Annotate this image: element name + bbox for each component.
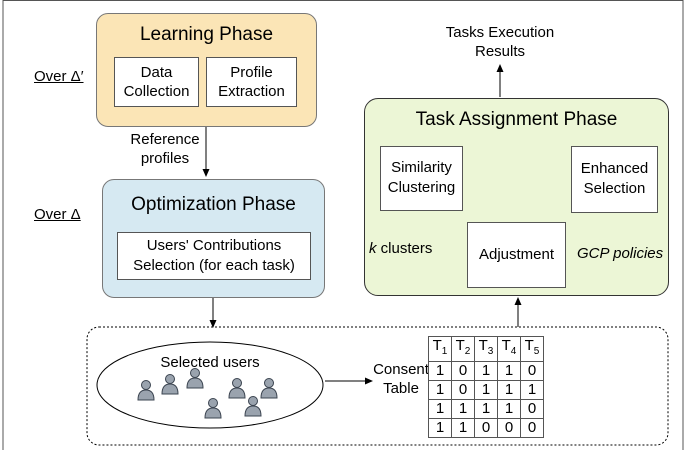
person-icon [260,378,278,399]
data-collection-line2: Collection [123,83,190,100]
consent-cell: 0 [451,361,475,381]
over-delta-label: Over Δ [34,206,81,223]
person-icon [186,368,204,389]
data-collection-line1: Data [140,64,173,81]
task-assignment-phase-title: Task Assignment Phase [415,109,618,130]
enhanced-selection-line1: Enhanced [580,160,649,177]
consent-cell: 1 [451,399,475,419]
adjustment-label: Adjustment [478,246,555,263]
profile-extraction-box [206,57,297,107]
profile-extraction-line2: Extraction [218,83,285,100]
reference-profiles-line2: profiles [140,150,190,167]
consent-cell: 0 [497,418,521,438]
consent-cell: 1 [474,361,498,381]
consent-table: T1 T2 T3 T4 T5 1 0 1 1 0 1 0 1 1 1 [428,336,544,438]
selected-users-label: Selected users [160,354,260,371]
person-icon [161,374,179,395]
consent-cell: 0 [451,380,475,400]
consent-cell: 1 [428,418,452,438]
consent-cell: 1 [497,380,521,400]
similarity-clustering-line2: Clustering [387,179,456,196]
consent-header-t3: T3 [474,336,498,362]
tasks-results-line2: Results [474,43,526,60]
users-group [137,368,278,419]
consent-cell: 0 [474,418,498,438]
consent-table-row: 1 0 1 1 1 [428,380,544,400]
gcp-policies-label: GCP policies [577,245,664,262]
consent-table-row: 1 0 1 1 0 [428,361,544,381]
consent-header-t1: T1 [428,336,452,362]
consent-cell: 1 [428,380,452,400]
adjustment-box [467,222,566,288]
consent-cell: 1 [451,418,475,438]
person-icon [228,378,246,399]
consent-cell: 1 [474,380,498,400]
contributions-selection-line1: Users' Contributions [146,237,282,254]
similarity-clustering-box [380,146,463,211]
consent-cell: 1 [428,399,452,419]
consent-table-line1: Consent [373,361,429,378]
similarity-clustering-line1: Similarity [391,159,452,176]
consent-table-line2: Table [383,380,419,397]
selected-users-ellipse [96,341,324,429]
consent-table-header-row: T1 T2 T3 T4 T5 [428,336,544,362]
person-icon [204,398,222,419]
contributions-selection-box [117,232,311,280]
reference-profiles-line1: Reference [130,131,200,148]
k-clusters-k: k [369,240,377,257]
consent-header-t4: T4 [497,336,521,362]
consent-cell: 1 [497,399,521,419]
k-clusters-label: k clusters [369,240,432,257]
consent-table-row: 1 1 0 0 0 [428,418,544,438]
profile-extraction-line1: Profile [230,64,273,81]
person-icon [137,380,155,401]
consent-table-row: 1 1 1 1 0 [428,399,544,419]
data-collection-box [114,57,199,107]
contributions-selection-line2: Selection (for each task) [133,257,295,274]
optimization-phase-title: Optimization Phase [131,194,296,215]
person-icon [244,396,262,417]
consent-cell: 1 [520,380,544,400]
k-clusters-rest: clusters [376,240,433,257]
learning-phase-title: Learning Phase [139,24,274,45]
consent-cell: 1 [497,361,521,381]
consent-cell: 0 [520,361,544,381]
consent-header-t2: T2 [451,336,475,362]
consent-cell: 0 [520,399,544,419]
tasks-results-line1: Tasks Execution [445,24,555,41]
consent-cell: 1 [428,361,452,381]
consent-cell: 0 [520,418,544,438]
enhanced-selection-box [571,146,658,213]
consent-header-t5: T5 [520,336,544,362]
enhanced-selection-line2: Selection [583,180,646,197]
consent-cell: 1 [474,399,498,419]
over-delta-prime-label: Over Δ′ [34,68,84,85]
